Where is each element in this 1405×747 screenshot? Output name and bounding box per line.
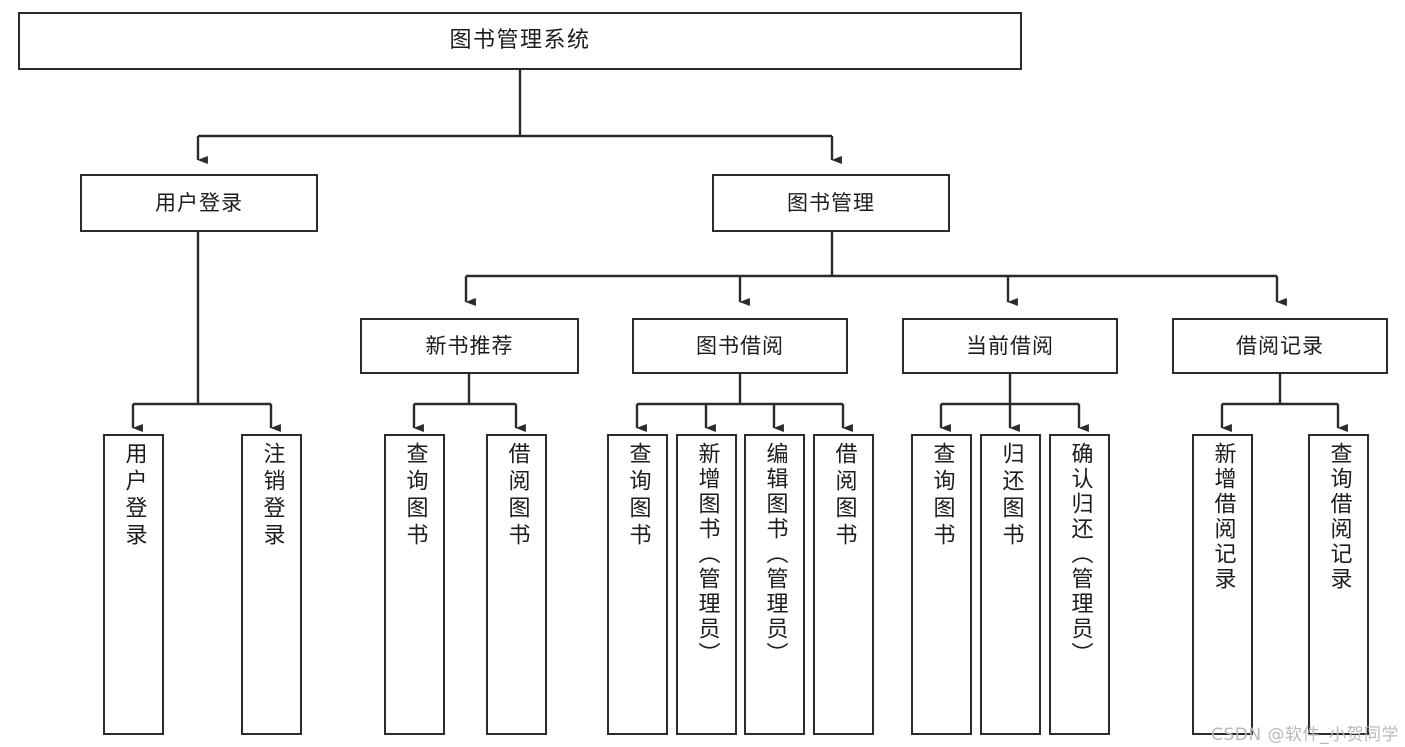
leaf-book-borrow-add-book-admin[interactable]: 新增图书（管理员） [676,434,737,735]
node-label: 新增图书（管理员） [694,442,720,667]
node-label: 查询图书 [929,442,955,550]
node-label: 查询借阅记录 [1326,442,1352,592]
node-label: 注销登录 [259,442,285,550]
leaf-current-borrow-return-book[interactable]: 归还图书 [980,434,1041,735]
node-new-book-recommend[interactable]: 新书推荐 [360,318,579,374]
node-book-borrow[interactable]: 图书借阅 [632,318,848,374]
node-label: 用户登录 [121,442,147,550]
leaf-book-borrow-edit-book-admin[interactable]: 编辑图书（管理员） [744,434,805,735]
node-borrow-record[interactable]: 借阅记录 [1172,318,1388,374]
node-label: 图书管理系统 [449,28,591,54]
node-current-borrow[interactable]: 当前借阅 [902,318,1118,374]
node-book-management[interactable]: 图书管理 [712,174,950,232]
leaf-borrow-record-add-record[interactable]: 新增借阅记录 [1192,434,1253,735]
leaf-book-borrow-query-book[interactable]: 查询图书 [607,434,668,735]
node-root-book-management-system[interactable]: 图书管理系统 [18,12,1022,70]
node-label: 借阅图书 [504,442,530,550]
leaf-current-borrow-query-book[interactable]: 查询图书 [911,434,972,735]
node-user-login[interactable]: 用户登录 [80,174,318,232]
node-label: 用户登录 [155,190,243,215]
node-label: 借阅记录 [1236,333,1324,358]
leaf-borrow-record-query-record[interactable]: 查询借阅记录 [1308,434,1369,735]
leaf-user-login-signout[interactable]: 注销登录 [241,434,302,735]
node-label: 图书管理 [787,190,875,215]
node-label: 新增借阅记录 [1210,442,1236,592]
node-label: 确认归还（管理员） [1067,442,1093,667]
node-label: 归还图书 [998,442,1024,550]
leaf-new-book-query-book[interactable]: 查询图书 [384,434,445,735]
leaf-user-login-signin[interactable]: 用户登录 [103,434,164,735]
node-label: 图书借阅 [696,333,784,358]
leaf-current-borrow-confirm-return-admin[interactable]: 确认归还（管理员） [1049,434,1110,735]
node-label: 查询图书 [402,442,428,550]
leaf-new-book-borrow-book[interactable]: 借阅图书 [486,434,547,735]
node-label: 借阅图书 [831,442,857,550]
node-label: 新书推荐 [425,333,514,358]
node-label: 查询图书 [625,442,651,550]
leaf-book-borrow-borrow-book[interactable]: 借阅图书 [813,434,874,735]
node-label: 编辑图书（管理员） [762,442,788,667]
node-label: 当前借阅 [966,333,1054,358]
